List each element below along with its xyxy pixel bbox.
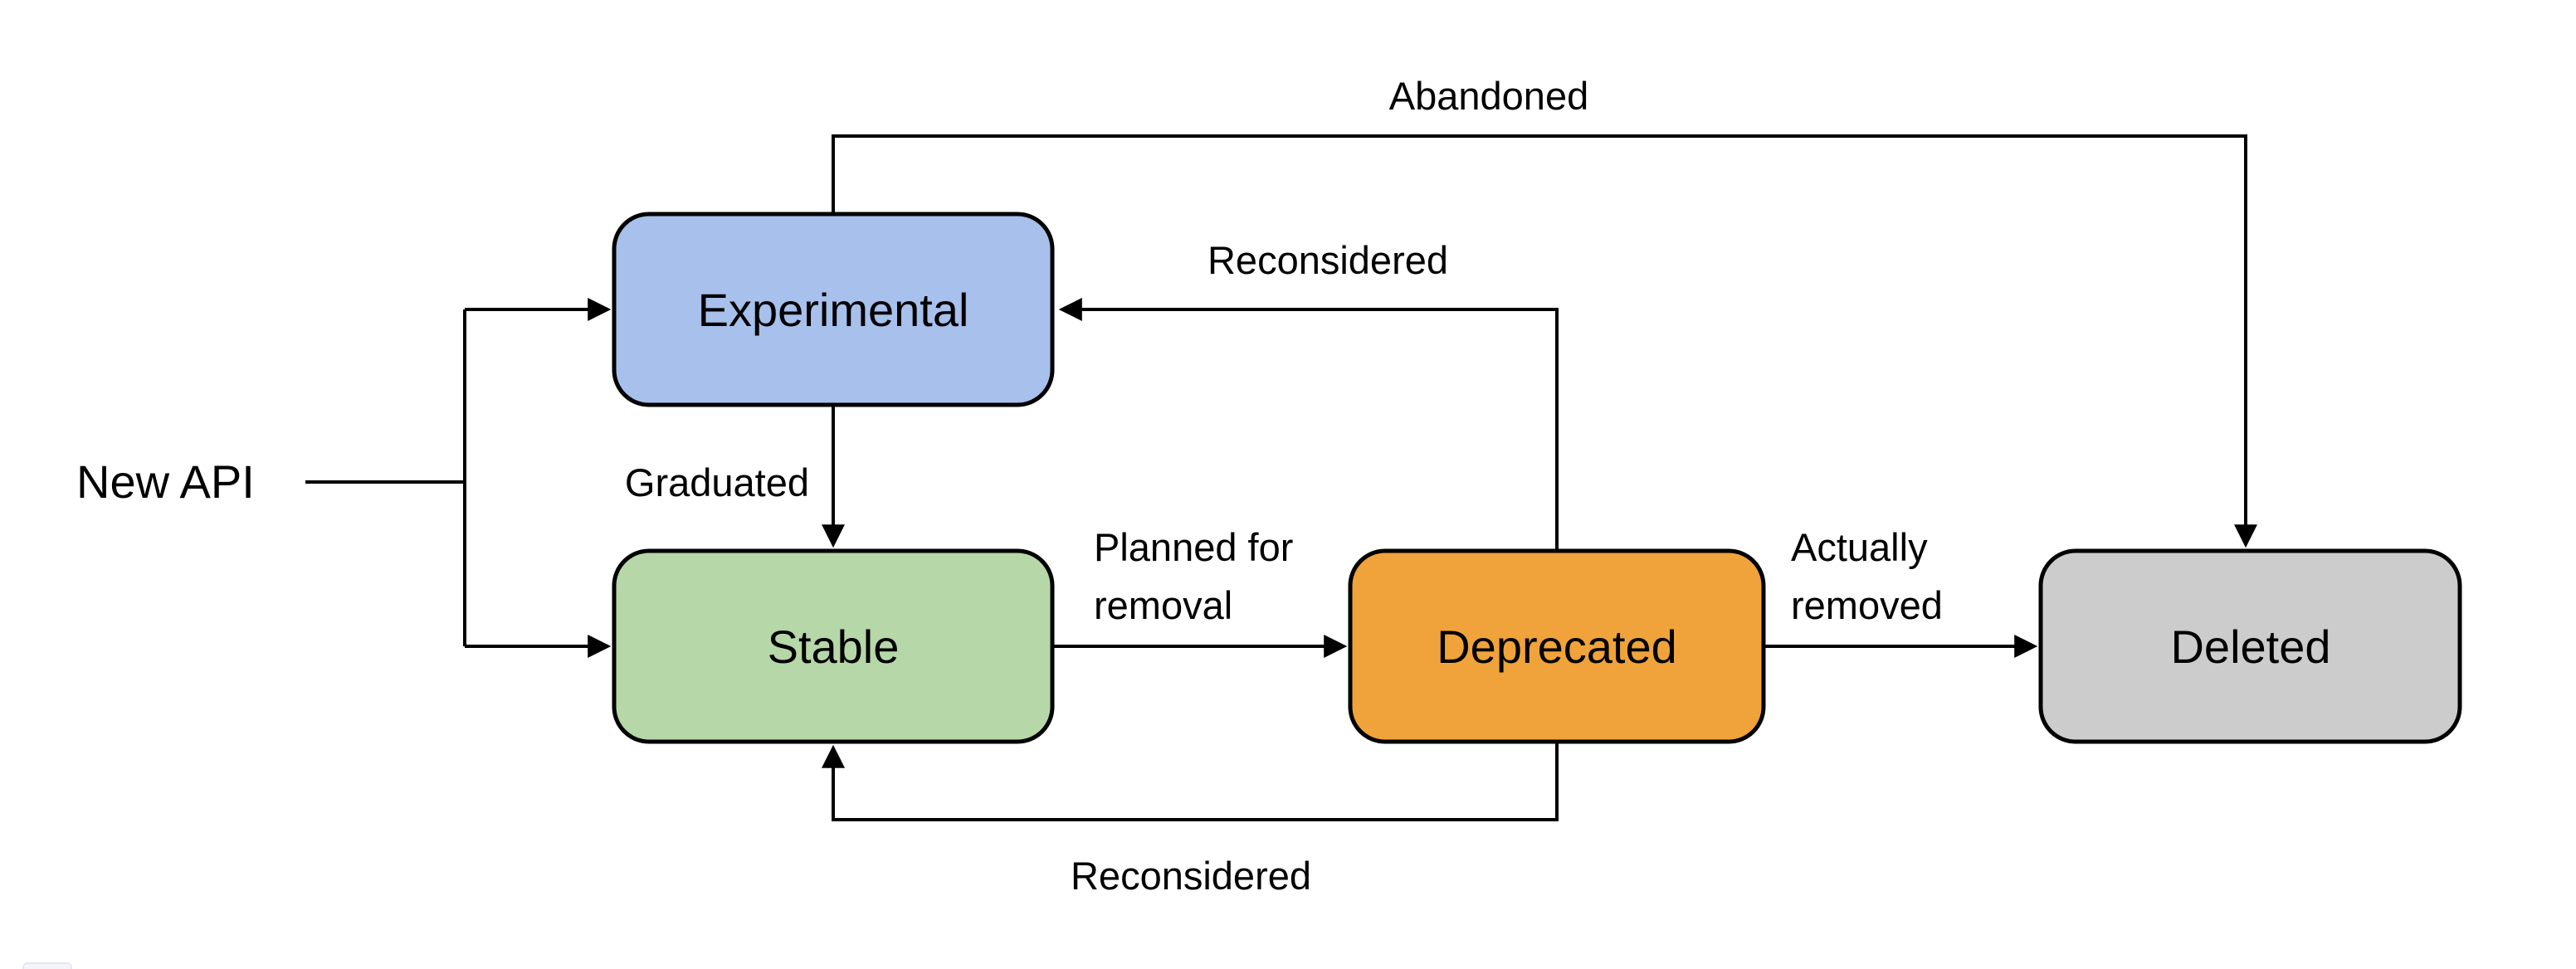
- edge-label-graduated: Graduated: [625, 460, 809, 504]
- edge-label-planned-for-removal-line2: removal: [1094, 583, 1232, 627]
- state-stable: Stable: [612, 548, 1055, 744]
- state-stable-label: Stable: [768, 621, 900, 673]
- edge-label-actually-removed-line1: Actually: [1791, 525, 1928, 569]
- state-deprecated-label: Deprecated: [1437, 621, 1677, 673]
- edge-abandoned: [832, 134, 2257, 548]
- state-experimental: Experimental: [612, 212, 1055, 407]
- edge-reconsidered-bottom: [822, 742, 1559, 821]
- edge-label-abandoned: Abandoned: [1389, 74, 1588, 118]
- state-deleted-label: Deleted: [2170, 621, 2330, 673]
- state-experimental-box: [612, 212, 1055, 407]
- entry-label-new-api: New API: [76, 455, 255, 508]
- state-deleted: Deleted: [2038, 548, 2462, 744]
- cropped-edge-artifact: [22, 962, 72, 969]
- edge-label-reconsidered-top: Reconsidered: [1208, 238, 1448, 282]
- edge-label-actually-removed-line2: removed: [1791, 583, 1943, 627]
- state-stable-box: [612, 548, 1055, 744]
- state-deprecated: Deprecated: [1348, 548, 1766, 744]
- state-deleted-box: [2038, 548, 2462, 744]
- edge-label-planned-for-removal-line1: Planned for: [1094, 525, 1293, 569]
- state-deprecated-box: [1348, 548, 1766, 744]
- state-experimental-label: Experimental: [698, 284, 969, 336]
- edge-label-reconsidered-bottom: Reconsidered: [1071, 854, 1311, 898]
- edge-reconsidered-top: [1058, 298, 1559, 551]
